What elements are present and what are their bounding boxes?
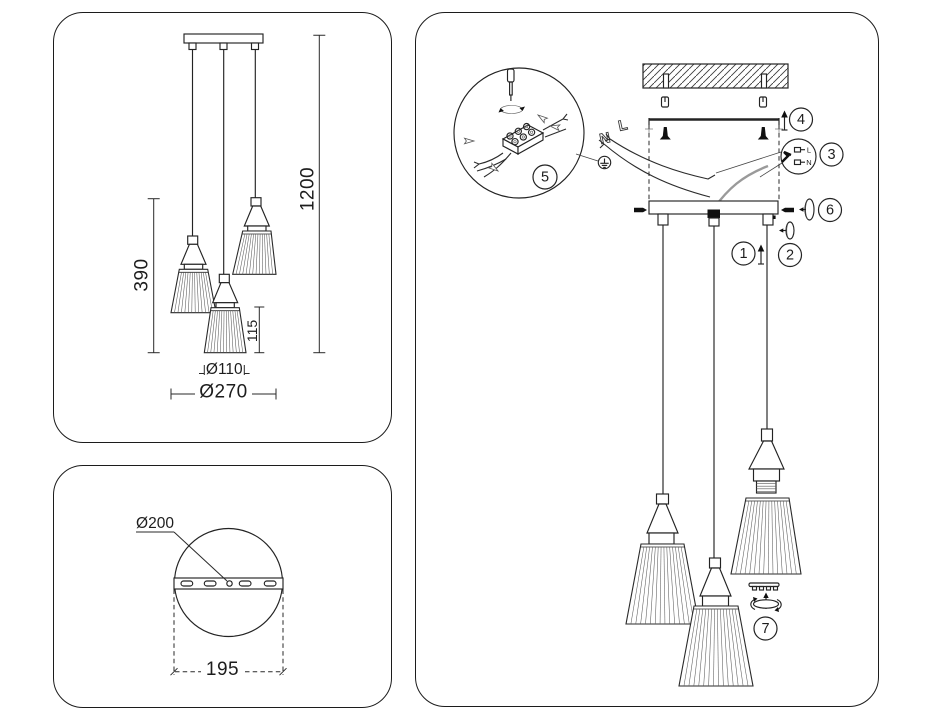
canopy-plate xyxy=(183,33,264,51)
shade-middle xyxy=(203,307,247,354)
wire-label-neutral: N xyxy=(598,130,612,148)
callout-5: 5 xyxy=(532,164,558,190)
mounting-screw-left xyxy=(659,127,671,140)
callout-4: 4 xyxy=(788,107,814,132)
svg-text:7: 7 xyxy=(761,621,769,637)
shade-left xyxy=(625,543,700,625)
panel-top-view: Ø200 195 xyxy=(53,465,392,708)
top-view-drawing: Ø200 195 xyxy=(136,515,287,680)
detail-leader xyxy=(575,153,599,162)
detail-wires xyxy=(473,113,569,178)
socket-threads xyxy=(755,480,777,494)
pendant-left xyxy=(625,493,700,625)
wire-label-live: L xyxy=(617,117,629,135)
svg-text:5: 5 xyxy=(541,170,549,186)
pendant-right xyxy=(232,197,277,275)
callout-2: 2 xyxy=(777,242,803,268)
callout-3: 3 xyxy=(819,142,844,167)
dimension-shade-diameter: Ø110 xyxy=(199,361,250,378)
svg-text:2: 2 xyxy=(786,248,794,264)
callout-6: 6 xyxy=(817,197,843,223)
side-screw-left xyxy=(634,207,647,213)
svg-text:1: 1 xyxy=(739,246,747,262)
arrow-up-step4 xyxy=(781,110,788,131)
panel-assembly-steps: 4 xyxy=(415,12,879,707)
terminal-block xyxy=(501,122,545,155)
shade-middle xyxy=(678,605,754,687)
ceiling-hatch xyxy=(642,63,789,89)
retaining-nut-icon xyxy=(750,592,782,612)
svg-text:3: 3 xyxy=(827,147,835,163)
label-canopy-diameter: Ø200 xyxy=(136,515,228,582)
mounting-screw-right xyxy=(757,127,769,140)
pendant-left xyxy=(170,235,217,314)
svg-text:Ø270: Ø270 xyxy=(199,382,247,403)
svg-text:N: N xyxy=(806,158,811,167)
pendant-middle xyxy=(203,273,247,354)
dimension-total-height: 1200 xyxy=(298,34,326,354)
side-screw-right xyxy=(781,207,794,213)
front-view-drawing: 1200 390 115 Ø110 Ø270 xyxy=(132,33,326,403)
wall-plug-left xyxy=(660,96,670,108)
assembly-drawing: 4 xyxy=(453,63,844,687)
crimp-tool-icon xyxy=(781,150,792,163)
svg-text:390: 390 xyxy=(132,258,153,291)
wire-connection-detail: L N xyxy=(780,138,817,175)
pendant-middle xyxy=(678,557,754,687)
dimension-mount-spacing: 195 xyxy=(170,589,287,680)
knurled-nut-6-icon xyxy=(799,198,815,221)
arrow-up-step1 xyxy=(757,244,765,265)
mains-wires xyxy=(598,133,716,198)
terminal-block-detail: 5 xyxy=(453,67,585,199)
pendant-right-exploded xyxy=(730,428,802,612)
shade-ring xyxy=(748,582,780,591)
svg-text:Ø110: Ø110 xyxy=(206,361,243,378)
dimension-fixture-diameter: Ø270 xyxy=(170,382,277,403)
knurled-nut-2-icon xyxy=(779,221,795,240)
dimension-shade-drop: 390 xyxy=(132,198,160,354)
svg-text:6: 6 xyxy=(826,203,834,219)
svg-text:L: L xyxy=(807,146,811,155)
mounting-bar xyxy=(173,577,284,590)
detail3-leader xyxy=(715,151,782,174)
svg-text:Ø200: Ø200 xyxy=(136,515,174,532)
screwdriver-icon xyxy=(498,68,525,114)
ground-icon xyxy=(597,155,612,170)
shade-right xyxy=(232,230,277,275)
panel-front-view: 1200 390 115 Ø110 Ø270 xyxy=(53,12,392,443)
callout-7: 7 xyxy=(753,616,778,641)
svg-text:195: 195 xyxy=(206,659,239,680)
shade-left xyxy=(170,268,217,314)
svg-text:1200: 1200 xyxy=(298,167,319,211)
wall-plug-right xyxy=(758,96,768,108)
dimension-shade-height: 115 xyxy=(244,306,265,354)
detail3-leader xyxy=(759,162,783,178)
svg-text:115: 115 xyxy=(244,320,260,343)
mounting-bracket xyxy=(645,118,783,133)
callout-1: 1 xyxy=(731,241,756,266)
ceiling-canopy xyxy=(648,200,779,227)
shade-right xyxy=(730,497,802,575)
svg-text:4: 4 xyxy=(797,112,805,128)
